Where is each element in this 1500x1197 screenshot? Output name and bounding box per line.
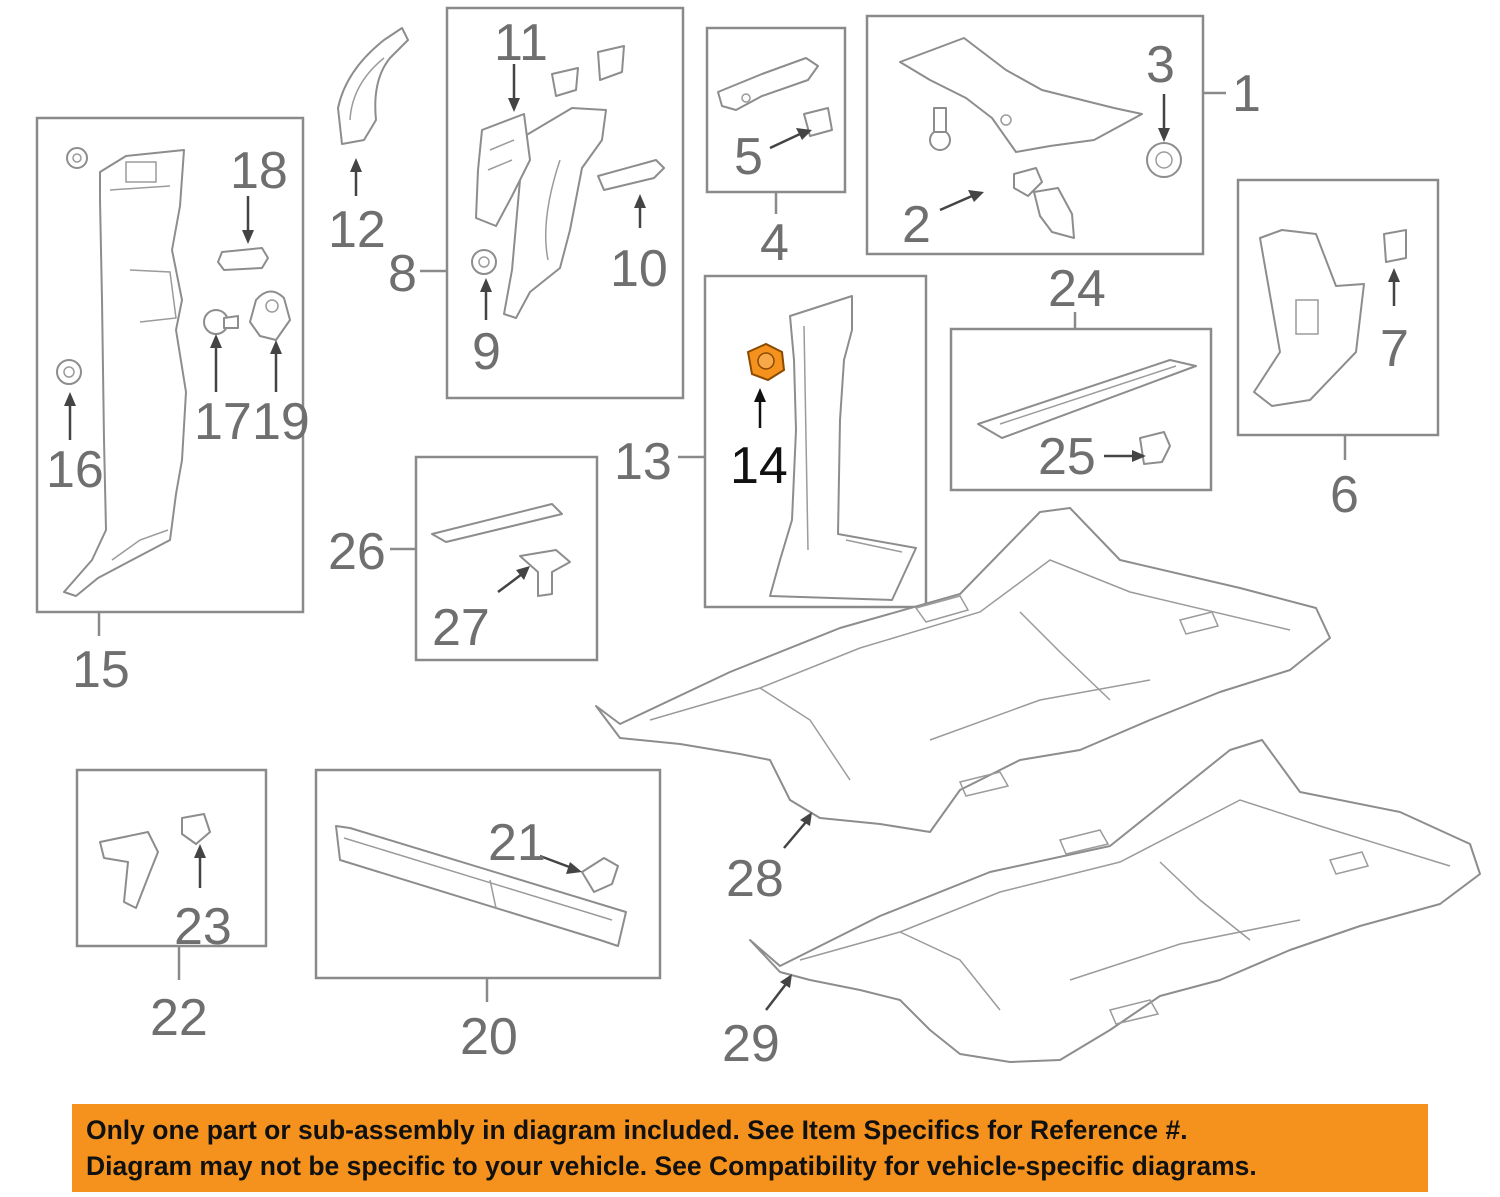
callout-5: 5 <box>734 128 763 186</box>
nut-highlighted-14 <box>746 342 786 382</box>
pillar-lower-trim-13 <box>769 295 917 601</box>
clip-icon-16 <box>56 359 82 385</box>
callout-19: 19 <box>252 393 310 451</box>
disclaimer-line-2: Diagram may not be specific to your vehi… <box>86 1151 1257 1181</box>
disclaimer-line-1: Only one part or sub-assembly in diagram… <box>86 1115 1188 1145</box>
floor-carpet-29 <box>749 739 1481 1063</box>
grommet-icon-3 <box>1146 142 1182 178</box>
group-box-6 <box>1236 178 1440 437</box>
hook-icon-19 <box>249 290 291 341</box>
quarter-trim-panel-15 <box>63 149 187 597</box>
callout-24: 24 <box>1048 260 1106 318</box>
callout-2: 2 <box>902 196 931 254</box>
callout-1: 1 <box>1232 65 1261 123</box>
bracket-icon-22 <box>99 831 159 909</box>
clip-icon-11b <box>597 45 625 81</box>
callout-14: 14 <box>730 437 788 495</box>
clip-icon-5 <box>803 107 833 137</box>
handle-bracket-icon-4 <box>717 57 819 111</box>
pillar-upper-trim-11 <box>475 113 531 227</box>
callout-4: 4 <box>760 214 789 272</box>
rocker-panel-icon-20 <box>335 825 627 947</box>
clip-icon-2 <box>1013 167 1043 197</box>
group-box-15 <box>35 116 305 614</box>
callout-23: 23 <box>174 898 232 956</box>
callout-8: 8 <box>388 245 417 303</box>
disclaimer-banner: Only one part or sub-assembly in diagram… <box>72 1104 1428 1192</box>
sill-plate-icon-26 <box>431 503 563 543</box>
clip-icon-27 <box>519 549 571 597</box>
callout-28: 28 <box>726 850 784 908</box>
clip-icon-7 <box>1383 229 1407 263</box>
group-box-26 <box>414 455 599 662</box>
callout-29: 29 <box>722 1015 780 1073</box>
callout-13: 13 <box>614 433 672 491</box>
handle-icon-10 <box>597 159 665 191</box>
callout-6: 6 <box>1330 466 1359 524</box>
lower-trim-panel-6 <box>1253 229 1365 407</box>
bolt-icon-1 <box>929 107 951 151</box>
sill-plate-icon-24 <box>977 359 1197 439</box>
group-box-13 <box>703 274 928 609</box>
clip-icon-25 <box>1139 431 1171 465</box>
callout-21: 21 <box>488 814 546 872</box>
handle-icon-18 <box>217 247 269 271</box>
floor-carpet-28 <box>595 507 1331 833</box>
bolt-icon-9 <box>471 249 497 275</box>
clip-icon-23 <box>181 813 211 845</box>
callout-10: 10 <box>610 240 668 298</box>
fastener-icon-17 <box>203 309 239 335</box>
callout-arrows <box>64 64 1400 1011</box>
bracket-icon-1 <box>1033 187 1075 239</box>
callout-17: 17 <box>194 393 252 451</box>
callout-20: 20 <box>460 1008 518 1066</box>
callout-27: 27 <box>432 599 490 657</box>
upper-trim-panel-1 <box>899 37 1143 153</box>
group-box-1 <box>865 14 1205 256</box>
assist-handle-icon-12 <box>337 27 409 145</box>
callout-11: 11 <box>494 14 548 72</box>
callout-25: 25 <box>1038 428 1096 486</box>
callout-7: 7 <box>1380 320 1409 378</box>
clip-icon-21 <box>581 857 619 893</box>
callout-3: 3 <box>1146 36 1175 94</box>
group-box-8 <box>445 6 685 400</box>
callout-18: 18 <box>230 142 288 200</box>
parts-diagram: 1 2 3 4 5 6 7 8 9 10 11 12 13 14 15 16 1… <box>35 6 1481 1073</box>
callout-12: 12 <box>328 201 386 259</box>
callout-15: 15 <box>72 641 130 699</box>
callout-9: 9 <box>472 323 501 381</box>
clip-icon-16a <box>66 147 88 169</box>
group-box-22 <box>75 768 268 948</box>
callout-22: 22 <box>150 989 208 1047</box>
group-box-24 <box>949 327 1213 492</box>
clip-icon-11a <box>551 67 579 97</box>
callout-16: 16 <box>46 441 104 499</box>
callout-26: 26 <box>328 523 386 581</box>
